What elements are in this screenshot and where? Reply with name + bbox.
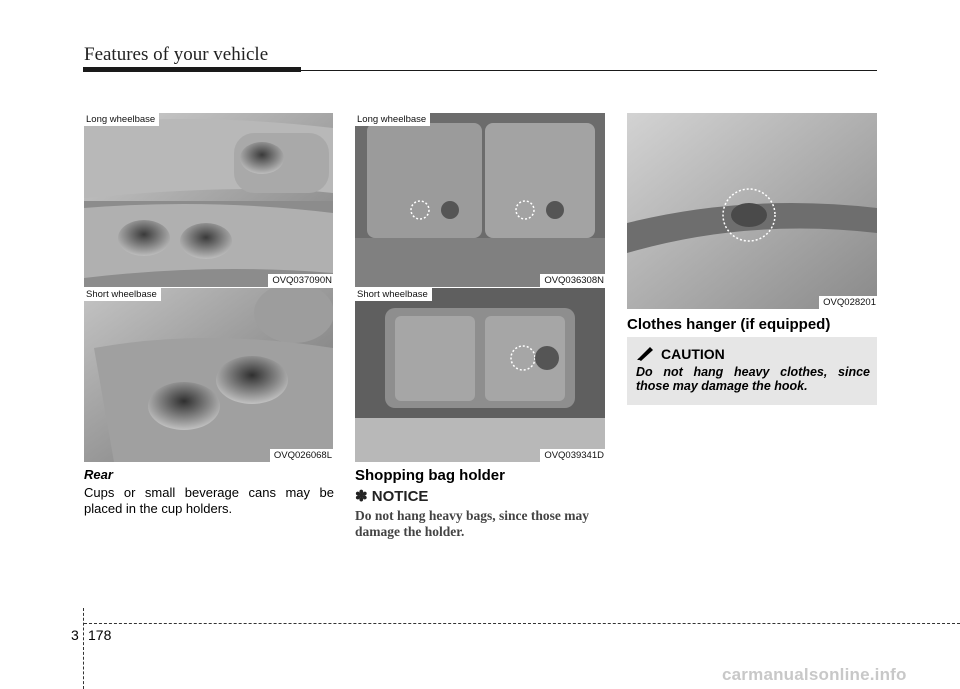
page-number: 178 [88,627,112,643]
caution-box: CAUTION Do not hang heavy clothes, since… [627,337,877,405]
figure-tag: Short wheelbase [355,288,432,301]
header-rule-thin [301,70,877,71]
figure-code: OVQ026068L [269,449,333,462]
bag-holder-short-photo: Short wheelbase OVQ039341D [355,288,605,462]
caution-body: Do not hang heavy clothes, since those m… [636,365,870,393]
shopping-bag-heading: Shopping bag holder [355,467,505,484]
figure-tag: Long wheelbase [355,113,431,126]
cup-holder-short-photo: Short wheelbase OVQ026068L [84,288,333,462]
bag-holder-short-illustration [355,288,605,462]
footer-rule [84,623,960,624]
chapter-number: 3 [71,627,79,643]
clothes-hanger-illustration [627,113,877,309]
clothes-hanger-photo: OVQ028201 [627,113,877,309]
figure-code: OVQ028201 [819,296,877,309]
figure-code: OVQ036308N [540,274,605,287]
clothes-hanger-heading: Clothes hanger (if equipped) [627,316,831,333]
rear-body: Cups or small beverage cans may be place… [84,485,334,516]
watermark: carmanualsonline.info [722,665,907,684]
caution-title: CAUTION [661,346,725,362]
figure-tag: Short wheelbase [84,288,161,301]
rear-subhead: Rear [84,467,113,482]
figure-tag: Long wheelbase [84,113,160,126]
figure-code: OVQ039341D [540,449,605,462]
bag-holder-long-photo: Long wheelbase OVQ036308N [355,113,605,287]
notice-title: ✽ NOTICE [355,488,429,505]
footer-divider [83,608,84,689]
cup-holder-short-illustration [84,288,333,462]
notice-body: Do not hang heavy bags, since those may … [355,508,590,539]
cup-holder-long-illustration [84,113,333,287]
cup-holder-long-photo: Long wheelbase OVQ037090N [84,113,333,287]
page-title: Features of your vehicle [84,44,269,65]
figure-code: OVQ037090N [268,274,333,287]
pencil-warning-icon [637,347,653,361]
bag-holder-long-illustration [355,113,605,287]
header-rule-thick [83,67,301,72]
